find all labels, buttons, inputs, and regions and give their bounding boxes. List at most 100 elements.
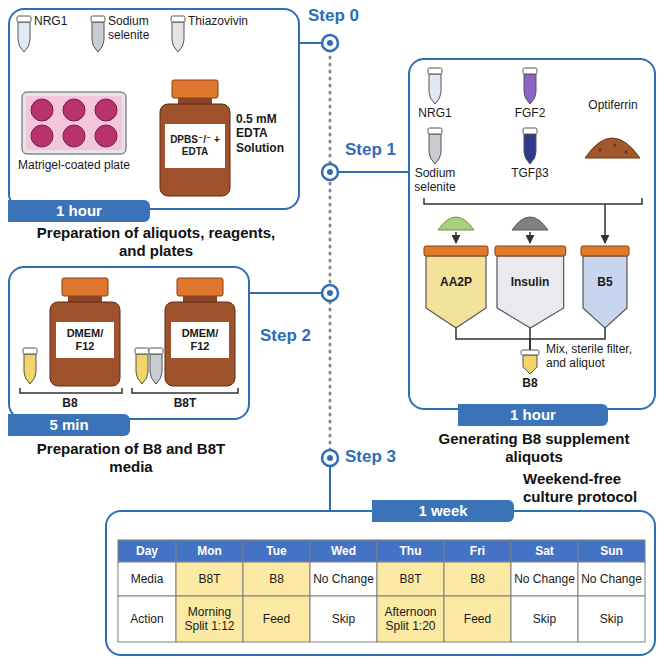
schedule-table xyxy=(511,596,578,642)
merge-connector xyxy=(456,328,530,350)
item-label: Thiazovivin xyxy=(188,14,272,28)
schedule-table xyxy=(578,596,645,642)
well-plate xyxy=(63,99,85,121)
reagent-tube xyxy=(149,348,163,384)
tube-body xyxy=(583,256,627,328)
powder-pile xyxy=(512,217,548,230)
timeline xyxy=(322,164,338,180)
schedule-table xyxy=(377,540,444,562)
table-cell: Mon xyxy=(178,540,241,562)
item-label: B8T xyxy=(158,396,212,410)
schedule-table xyxy=(118,562,176,596)
step-label: Step 2 xyxy=(260,326,326,346)
reagent-tube: Insulin xyxy=(495,246,566,328)
reagent-tube: AA2P xyxy=(424,246,488,328)
powder-pile xyxy=(585,138,640,158)
schedule-table xyxy=(444,540,511,562)
media-bottle xyxy=(62,278,108,296)
tube-label: Insulin xyxy=(495,275,566,289)
table-cell: Fri xyxy=(446,540,509,562)
powder-pile xyxy=(438,217,474,230)
reagent-tube: B8 xyxy=(521,350,539,374)
timeline xyxy=(250,35,408,510)
duration-tab: 1 hour xyxy=(8,200,150,222)
step-panel: 5 minPreparation of B8 and B8T media xyxy=(8,266,250,420)
bracket-arrow xyxy=(20,388,122,393)
reagent-tube xyxy=(23,348,37,384)
table-cell: No Change xyxy=(312,562,375,596)
timeline xyxy=(327,290,333,296)
table-cell: Media xyxy=(120,562,174,596)
schedule-table xyxy=(377,562,444,596)
connector-label: Mix, sterile filter, and aliquot xyxy=(546,342,654,371)
powder-pile xyxy=(438,138,640,230)
schedule-table xyxy=(176,562,243,596)
reagent-tube: B5 xyxy=(581,246,629,328)
bracket-arrow xyxy=(529,232,531,243)
powder-pile xyxy=(625,151,628,154)
schedule-table xyxy=(444,562,511,596)
table-cell: Sat xyxy=(513,540,576,562)
table-cell: Sun xyxy=(580,540,643,562)
schedule-table xyxy=(511,540,578,562)
reagent-tube xyxy=(91,16,105,52)
media-bottle xyxy=(171,322,229,358)
table-cell: Thu xyxy=(379,540,442,562)
table-cell: Feed xyxy=(245,596,308,642)
schedule-table xyxy=(310,596,377,642)
item-label: FGF2 xyxy=(500,106,560,120)
timeline xyxy=(322,35,338,51)
reagent-tube xyxy=(135,348,149,384)
tube-label: B8 xyxy=(512,376,547,390)
media-bottle xyxy=(165,124,225,168)
tube-cap xyxy=(581,246,629,256)
reagent-tube xyxy=(523,68,537,104)
item-label: DPBS⁻/⁻ + EDTA xyxy=(166,124,224,168)
timeline xyxy=(327,455,333,461)
reagent-tube xyxy=(523,128,537,164)
item-label: DMEM/ F12 xyxy=(175,322,225,358)
table-cell: Skip xyxy=(312,596,375,642)
table-cell: Tue xyxy=(245,540,308,562)
item-label: NRG1 xyxy=(405,106,465,120)
reagent-tube xyxy=(428,68,442,104)
tube-label: B5 xyxy=(581,275,629,289)
item-label: Sodium selenite xyxy=(108,14,168,43)
step-label: Step 0 xyxy=(308,6,388,26)
media-bottle xyxy=(68,296,102,302)
timeline xyxy=(322,450,338,466)
table-cell: Skip xyxy=(513,596,576,642)
item-label: Sodium selenite xyxy=(398,166,472,195)
duration-tab: 5 min xyxy=(8,414,130,436)
schedule-table xyxy=(578,562,645,596)
tube-body xyxy=(426,256,486,328)
powder-pile xyxy=(599,149,602,152)
item-label: TGFβ3 xyxy=(498,166,562,180)
duration-tab: 1 week xyxy=(372,500,514,522)
tube-cap xyxy=(521,350,539,355)
bracket-arrow xyxy=(604,204,606,243)
table-cell: Action xyxy=(120,596,174,642)
bracket-arrow xyxy=(132,388,238,393)
step-panel: 1 hourPreparation of aliquots, reagents,… xyxy=(8,8,300,210)
item-label: NRG1 xyxy=(34,14,84,28)
reagent-tube xyxy=(428,128,442,164)
reagent-tube xyxy=(171,16,185,52)
schedule-table xyxy=(444,596,511,642)
table-cell: B8T xyxy=(379,562,442,596)
table-cell: No Change xyxy=(513,562,576,596)
step-label: Step 3 xyxy=(345,447,425,467)
powder-pile xyxy=(614,144,617,147)
media-bottle xyxy=(172,80,218,98)
well-plate xyxy=(95,125,117,147)
schedule-table xyxy=(310,562,377,596)
schedule-table xyxy=(118,540,645,642)
schedule-table xyxy=(310,540,377,562)
timeline xyxy=(329,43,332,458)
timeline xyxy=(327,40,333,46)
media-bottle xyxy=(183,296,217,302)
timeline xyxy=(250,292,322,294)
timeline xyxy=(327,169,333,175)
well-plate xyxy=(31,99,53,121)
table-cell: B8T xyxy=(178,562,241,596)
